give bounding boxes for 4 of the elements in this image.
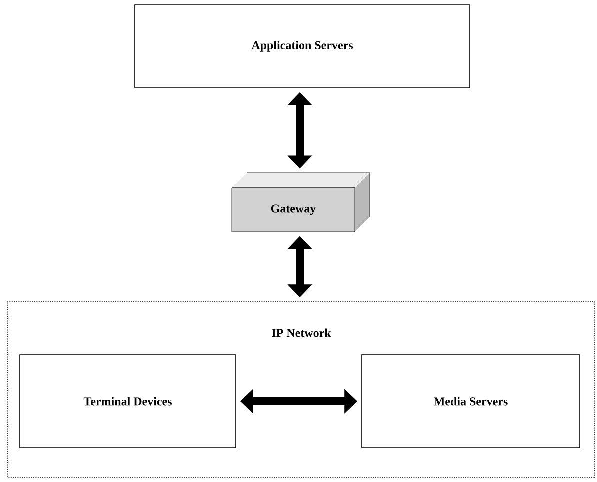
- gateway-block: Gateway: [232, 172, 370, 232]
- server-box: Terminal Devices: [20, 354, 236, 448]
- server-box: Application Servers: [134, 4, 470, 88]
- server-box: Media Servers: [362, 354, 580, 448]
